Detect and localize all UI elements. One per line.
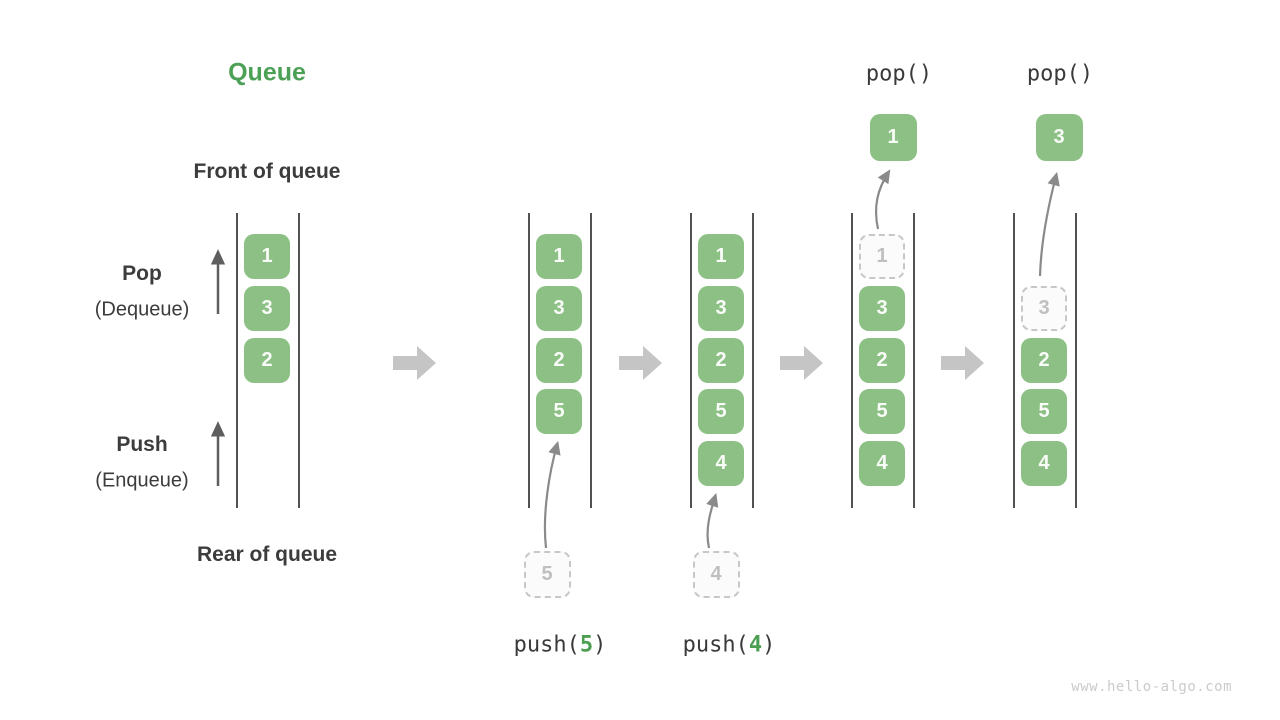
queue-cell: 2 bbox=[536, 338, 582, 383]
queue-cell: 5 bbox=[536, 389, 582, 434]
queue-rail bbox=[1075, 213, 1077, 508]
pop-operation-label: pop() bbox=[1026, 61, 1094, 87]
push-4-arrow bbox=[706, 492, 719, 549]
queue-cell: 2 bbox=[698, 338, 744, 383]
push-operation-prefix: push( bbox=[513, 632, 580, 658]
push-5-arrow bbox=[543, 440, 561, 549]
queue-cell: 1 bbox=[244, 234, 290, 279]
transition-arrow-2 bbox=[619, 346, 662, 380]
queue-cell: 3 bbox=[244, 286, 290, 331]
queue-rail bbox=[913, 213, 915, 508]
queue-cell: 5 bbox=[1021, 389, 1067, 434]
queue-cell: 4 bbox=[698, 441, 744, 486]
queue-rail bbox=[1013, 213, 1015, 508]
queue-rail bbox=[528, 213, 530, 508]
pop-operation-label: pop() bbox=[865, 61, 933, 87]
rear-of-queue-label: Rear of queue bbox=[196, 543, 338, 566]
queue-cell: 3 bbox=[536, 286, 582, 331]
front-of-queue-label: Front of queue bbox=[193, 160, 341, 183]
queue-cell: 3 bbox=[698, 286, 744, 331]
transition-arrow-1 bbox=[393, 346, 436, 380]
queue-cell: 2 bbox=[1021, 338, 1067, 383]
popped-value-box: 3 bbox=[1035, 114, 1083, 161]
queue-rail bbox=[298, 213, 300, 508]
queue-rail bbox=[690, 213, 692, 508]
push-operation-label: push(4) bbox=[683, 633, 776, 658]
queue-rail bbox=[851, 213, 853, 508]
queue-cell: 5 bbox=[859, 389, 905, 434]
push-label: Push bbox=[116, 433, 168, 456]
popped-value-box: 1 bbox=[869, 114, 917, 161]
pop-1-arrow bbox=[874, 169, 891, 230]
push-operation-prefix: push( bbox=[682, 632, 749, 658]
queue-rail bbox=[236, 213, 238, 508]
push-operation-arg: 5 bbox=[579, 632, 594, 658]
incoming-value-box: 5 bbox=[523, 551, 571, 598]
queue-cell: 5 bbox=[698, 389, 744, 434]
incoming-value-box: 4 bbox=[692, 551, 740, 598]
pop-3-arrow bbox=[1038, 171, 1060, 277]
queue-cell: 4 bbox=[859, 441, 905, 486]
queue-rail bbox=[752, 213, 754, 508]
transition-arrow-3 bbox=[780, 346, 823, 380]
dequeue-alias-label: (Dequeue) bbox=[94, 298, 190, 321]
enqueue-alias-label: (Enqueue) bbox=[95, 469, 189, 492]
queue-cell: 1 bbox=[536, 234, 582, 279]
push-operation-suffix: ) bbox=[762, 632, 776, 658]
watermark: www.hello-algo.com bbox=[1071, 679, 1232, 695]
queue-rail bbox=[590, 213, 592, 508]
transition-arrow-4 bbox=[941, 346, 984, 380]
diagram-title: Queue bbox=[228, 58, 306, 87]
queue-cell: 2 bbox=[859, 338, 905, 383]
queue-cell: 2 bbox=[244, 338, 290, 383]
pop-label: Pop bbox=[122, 262, 162, 285]
dequeued-ghost-cell: 3 bbox=[1021, 286, 1067, 331]
queue-cell: 3 bbox=[859, 286, 905, 331]
push-operation-label: push(5) bbox=[514, 633, 607, 658]
queue-cell: 4 bbox=[1021, 441, 1067, 486]
push-operation-suffix: ) bbox=[593, 632, 607, 658]
dequeued-ghost-cell: 1 bbox=[859, 234, 905, 279]
queue-cell: 1 bbox=[698, 234, 744, 279]
push-operation-arg: 4 bbox=[748, 632, 763, 658]
